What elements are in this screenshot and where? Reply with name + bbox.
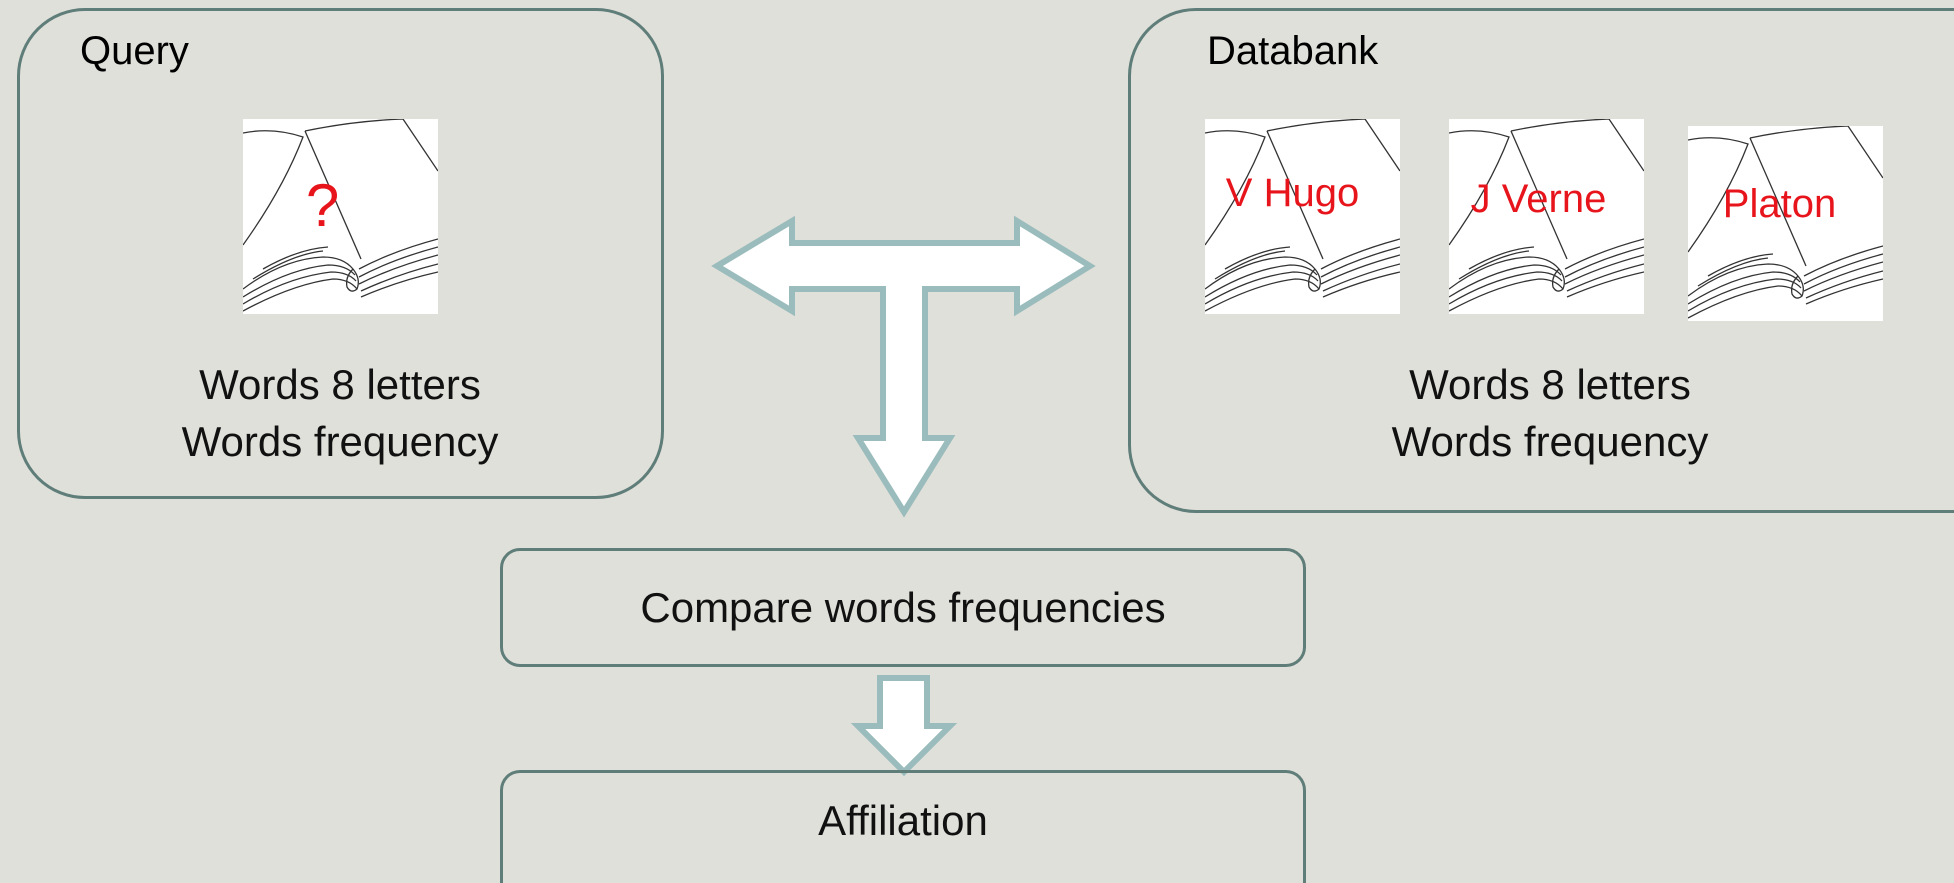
query-line-2: Words frequency (181, 418, 499, 465)
databank-description: Words 8 letters Words frequency (1350, 356, 1750, 470)
query-panel: Query (17, 8, 664, 499)
affiliation-step-box: Affiliation (500, 770, 1306, 883)
t-junction-arrow (711, 215, 1096, 518)
affiliation-step-label: Affiliation (818, 797, 988, 844)
down-arrow (850, 675, 958, 777)
query-book: ? (243, 119, 438, 314)
databank-line-1: Words 8 letters (1409, 361, 1691, 408)
databank-panel: Databank (1128, 8, 1954, 513)
compare-step-box: Compare words frequencies (500, 548, 1306, 667)
databank-book-2: J Verne (1449, 119, 1644, 314)
databank-title: Databank (1207, 29, 1379, 73)
query-title: Query (80, 29, 189, 73)
query-book-label: ? (305, 172, 340, 239)
databank-line-2: Words frequency (1391, 418, 1709, 465)
databank-book-1: V Hugo (1205, 119, 1400, 314)
query-line-1: Words 8 letters (199, 361, 481, 408)
databank-book-label-2: J Verne (1470, 177, 1607, 221)
query-description: Words 8 letters Words frequency (140, 356, 540, 470)
compare-step-label: Compare words frequencies (640, 583, 1166, 631)
databank-book-3: Platon (1688, 126, 1883, 321)
databank-book-label-1: V Hugo (1225, 171, 1360, 215)
databank-book-label-3: Platon (1722, 182, 1837, 226)
